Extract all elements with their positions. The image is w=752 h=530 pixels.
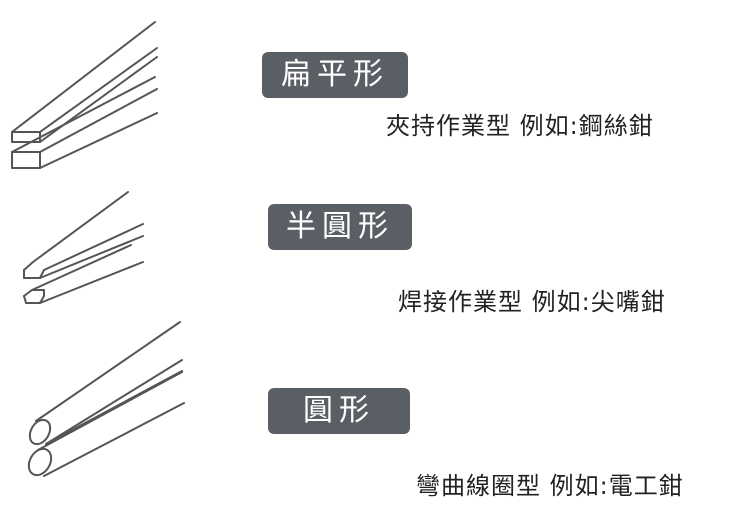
round-jaw-illustration [27, 321, 185, 477]
round-shape-description: 彎曲線圈型 例如:電工鉗 [416, 472, 684, 500]
flat-jaw-illustration [11, 21, 158, 169]
flat-shape-description: 夾持作業型 例如:鋼絲鉗 [386, 112, 654, 140]
flat-shape-label: 扁平形 [262, 52, 408, 98]
half-round-shape-description: 焊接作業型 例如:尖嘴鉗 [398, 288, 666, 316]
half-round-shape-label: 半圓形 [268, 204, 412, 250]
half-round-jaw-illustration [23, 191, 144, 304]
round-shape-label: 圓形 [268, 388, 410, 434]
